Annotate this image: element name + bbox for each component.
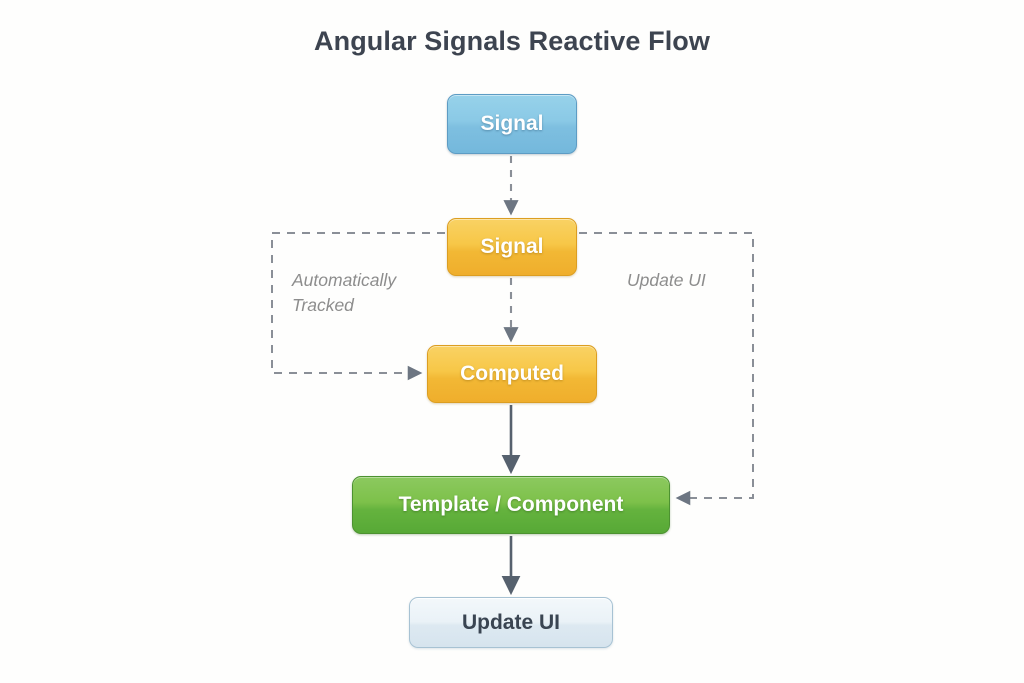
node-template-component-label: Template / Component <box>398 493 624 517</box>
node-update-ui[interactable]: Update UI <box>409 597 613 648</box>
node-computed[interactable]: Computed <box>427 345 597 403</box>
node-signal-source[interactable]: Signal <box>447 94 577 154</box>
node-signal-source-label: Signal <box>480 112 544 136</box>
edge-label-update-ui: Update UI <box>627 270 706 290</box>
page-title: Angular Signals Reactive Flow <box>314 26 710 56</box>
node-update-ui-label: Update UI <box>461 610 560 634</box>
node-signal-state[interactable]: Signal <box>447 218 577 276</box>
node-template-component[interactable]: Template / Component <box>352 476 670 534</box>
node-signal-state-label: Signal <box>480 235 544 259</box>
edge-label-automatically-tracked: Automatically Tracked <box>292 270 397 316</box>
node-computed-label: Computed <box>460 362 564 386</box>
